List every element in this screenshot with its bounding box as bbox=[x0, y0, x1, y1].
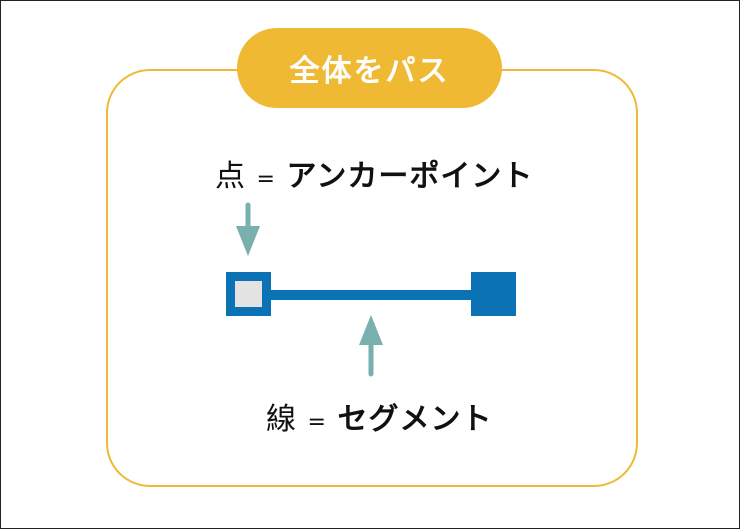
arrow-down-icon bbox=[236, 202, 260, 256]
anchor-name: アンカーポイント bbox=[286, 159, 534, 194]
equals-sign: = bbox=[256, 167, 276, 192]
title-badge: 全体をパス bbox=[237, 28, 502, 108]
arrow-up-icon bbox=[359, 315, 383, 377]
anchor-point bbox=[471, 272, 516, 316]
equals-sign: = bbox=[307, 410, 327, 435]
anchor-point-label: 点 = アンカーポイント bbox=[215, 151, 533, 195]
selected-anchor-inner bbox=[235, 281, 262, 307]
anchor-term: 点 bbox=[215, 159, 246, 194]
segment-term: 線 bbox=[266, 402, 297, 437]
segment-name: セグメント bbox=[337, 402, 493, 437]
segment-label: 線 = セグメント bbox=[266, 394, 493, 438]
